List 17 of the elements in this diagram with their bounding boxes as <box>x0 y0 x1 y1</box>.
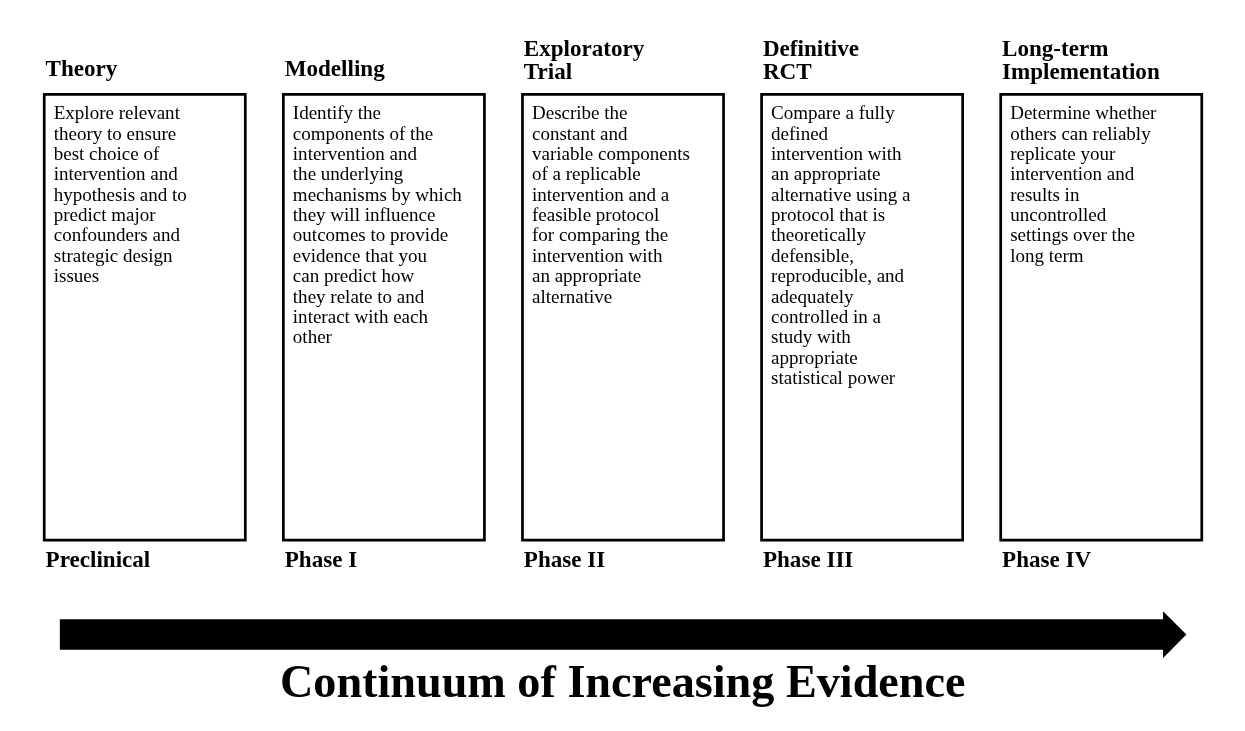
node-label: Phase I <box>284 545 357 572</box>
node-label: Modelling <box>284 55 385 82</box>
node-label: Definitive RCT <box>762 34 859 84</box>
node-label: Preclinical <box>45 545 150 572</box>
node-box: Identify the components of the intervention and the underlying mechanisms by which they will influence outcomes to provide evidence that you can predict how they relate to and interact with each other <box>281 93 486 542</box>
node-label: Long-term Implementation <box>1001 34 1160 84</box>
node-arrow <box>59 611 1186 658</box>
node-label: Phase II <box>523 545 605 572</box>
node-label: Theory <box>45 55 117 82</box>
node-label: Phase IV <box>1001 545 1091 572</box>
node-label: Exploratory Trial <box>523 34 644 84</box>
node-box: Compare a fully defined intervention with an appropriate alternative using a protocol that is theoretically defensible, reproducible, and adequately controlled in a study with appropriate statistical power <box>759 93 964 542</box>
caption: Continuum of Increasing Evidence <box>279 656 966 708</box>
node-label: Phase III <box>762 545 853 572</box>
node-box: Explore relevant theory to ensure best choice of intervention and hypothesis and to predict major confounders and strategic design issues <box>42 93 247 542</box>
node-box: Describe the constant and variable components of a replicable intervention and a feasible protocol for comparing the intervention with an appropriate alternative <box>520 93 725 542</box>
node-box: Determine whether others can reliably replicate your intervention and results in uncontrolled settings over the long term <box>998 93 1203 542</box>
